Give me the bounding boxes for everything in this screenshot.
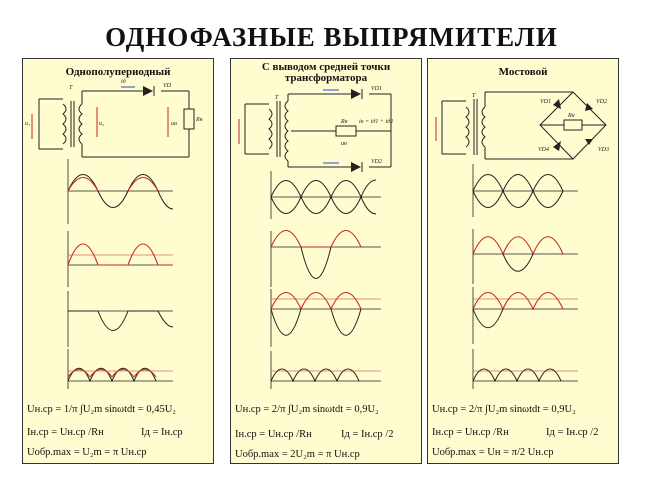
formula-2: Iн.ср = Uн.ср /Rн [432,427,509,438]
svg-text:Rн: Rн [195,117,203,123]
svg-text:iд: iд [121,78,126,85]
bridge-diagram: T VD1 VD2 VD3 VD4 Rн [435,91,609,389]
panel-title: Однополупериодный [65,66,171,78]
formula-3: Iд = Iн.ср /2 [546,427,599,438]
svg-text:u₂: u₂ [99,121,104,127]
svg-text:VD: VD [163,83,172,89]
svg-text:Rн: Rн [340,119,348,125]
formula-2: Iн.ср = Uн.ср /Rн [27,427,104,438]
svg-text:VD2: VD2 [371,159,382,165]
formula-4: Uобр.max = Uн = π/2 Uн.ср [432,447,554,458]
panel-center-tap: С выводом средней точки трансформатора T… [230,58,422,464]
panel-title: С выводом средней точки трансформатора [261,61,391,84]
panel-bridge: Мостовой T VD1 VD2 VD3 VD4 Rн [427,58,619,464]
formula-2: Iн.ср = Uн.ср /Rн [235,429,312,440]
panel-title: Мостовой [498,66,548,78]
svg-text:T: T [472,93,476,99]
svg-text:T: T [275,95,279,101]
svg-text:T: T [69,85,73,91]
formula-1: Uн.ср = 1/π ∫U₂m sinωtdt = 0,45U₂ [27,404,176,415]
formula-1: Uн.ср = 2/π ∫U₂m sinωtdt = 0,9U₂ [235,404,379,415]
svg-text:Rн: Rн [567,113,575,119]
svg-text:VD1: VD1 [540,99,551,105]
page-title: ОДНОФАЗНЫЕ ВЫПРЯМИТЕЛИ [105,22,558,52]
half-wave-diagram: T VD iд Rн uн u₁ u₂ [25,78,203,389]
svg-text:VD1: VD1 [371,86,382,92]
svg-text:uн: uн [171,121,177,127]
svg-text:uн: uн [341,141,347,147]
svg-text:VD2: VD2 [596,99,607,105]
formula-4: Uобр.max = 2U₂m = π Uн.ср [235,449,360,460]
formula-1: Uн.ср = 2/π ∫U₂m sinωtdt = 0,9U₂ [432,404,576,415]
formula-3: Iд = Iн.ср [141,427,183,438]
svg-text:iн = iд1 + iд2: iн = iд1 + iд2 [359,118,393,125]
panel-half-wave: Однополупериодный T VD iд Rн uн u₁ u₂ [22,58,214,464]
svg-text:VD3: VD3 [598,147,609,153]
center-tap-diagram: T VD1 VD2 Rн iн = iд1 + iд2 uн [238,86,393,389]
formula-3: Iд = Iн.ср /2 [341,429,394,440]
formula-4: Uобр.max = U₂m = π Uн.ср [27,447,147,458]
svg-text:VD4: VD4 [538,146,549,153]
svg-text:u₁: u₁ [25,121,30,127]
